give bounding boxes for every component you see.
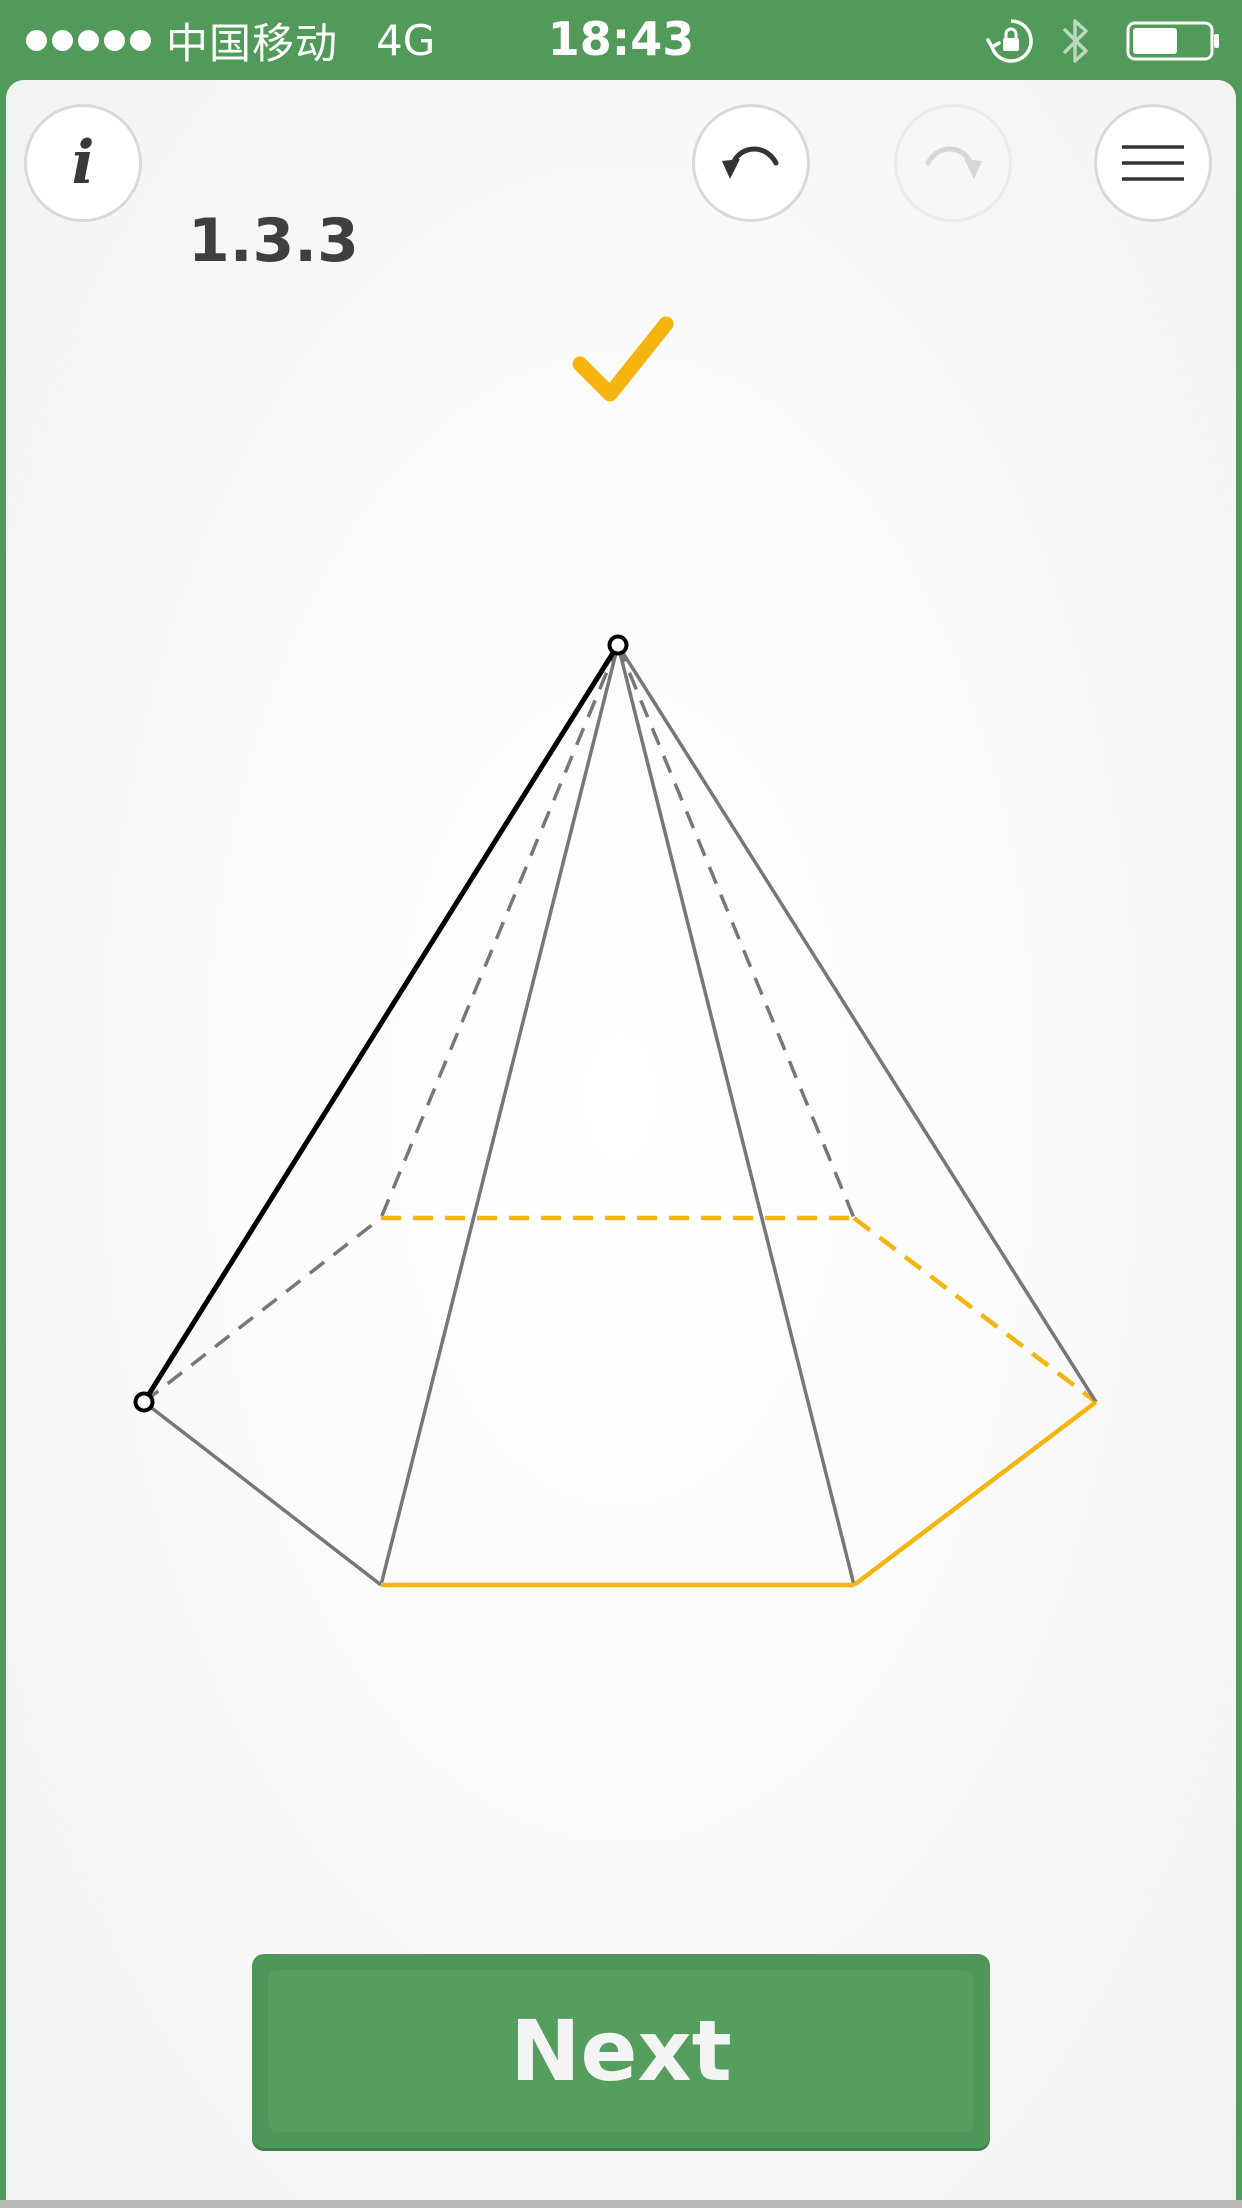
rotation-lock-icon	[986, 19, 1033, 63]
checkmark-icon	[572, 316, 674, 402]
status-right	[986, 14, 1220, 68]
undo-button[interactable]	[692, 104, 810, 222]
signal-dot	[26, 29, 47, 51]
base-edge[interactable]	[142, 1400, 383, 1587]
selected-edge[interactable]	[141, 643, 621, 1404]
signal-dot	[104, 29, 125, 51]
info-button[interactable]: i	[24, 104, 142, 222]
info-icon: i	[71, 128, 95, 198]
hamburger-menu-icon	[1122, 145, 1184, 181]
redo-icon	[925, 146, 982, 179]
level-number: 1.3.3	[188, 206, 359, 276]
base-vertex-point[interactable]	[133, 1391, 155, 1413]
lateral-edge[interactable]	[616, 644, 856, 1586]
status-bar: 中国移动 4G 18:43	[0, 0, 1242, 80]
construction-canvas[interactable]	[6, 80, 1236, 2200]
carrier-name: 中国移动	[166, 18, 339, 68]
signal-dot	[130, 29, 151, 51]
network-type: 4G	[376, 15, 436, 65]
lateral-edge[interactable]	[616, 644, 1098, 1403]
hidden-edge[interactable]	[142, 1216, 383, 1404]
menu-button[interactable]	[1094, 104, 1212, 222]
bluetooth-icon	[1062, 19, 1088, 63]
hidden-edge[interactable]	[379, 644, 620, 1219]
status-left: 中国移动 4G	[26, 12, 435, 68]
game-screen: i 1.3.3	[6, 80, 1236, 2200]
hidden-base-edge-highlighted[interactable]	[852, 1216, 1098, 1404]
hidden-edge[interactable]	[616, 644, 856, 1219]
next-button-label: Next	[510, 2002, 732, 2100]
redo-button[interactable]	[894, 104, 1012, 222]
signal-dot	[78, 29, 99, 51]
next-button-face	[268, 1970, 974, 2132]
signal-dot	[52, 29, 73, 51]
lateral-edge[interactable]	[379, 644, 620, 1586]
status-time: 18:43	[547, 12, 695, 66]
battery-icon	[1126, 21, 1219, 61]
apex-point[interactable]	[607, 634, 629, 656]
undo-icon	[722, 146, 779, 179]
next-button[interactable]: Next	[252, 1954, 990, 2148]
base-edge-highlighted[interactable]	[852, 1400, 1098, 1587]
bottom-edge	[0, 2200, 1242, 2208]
